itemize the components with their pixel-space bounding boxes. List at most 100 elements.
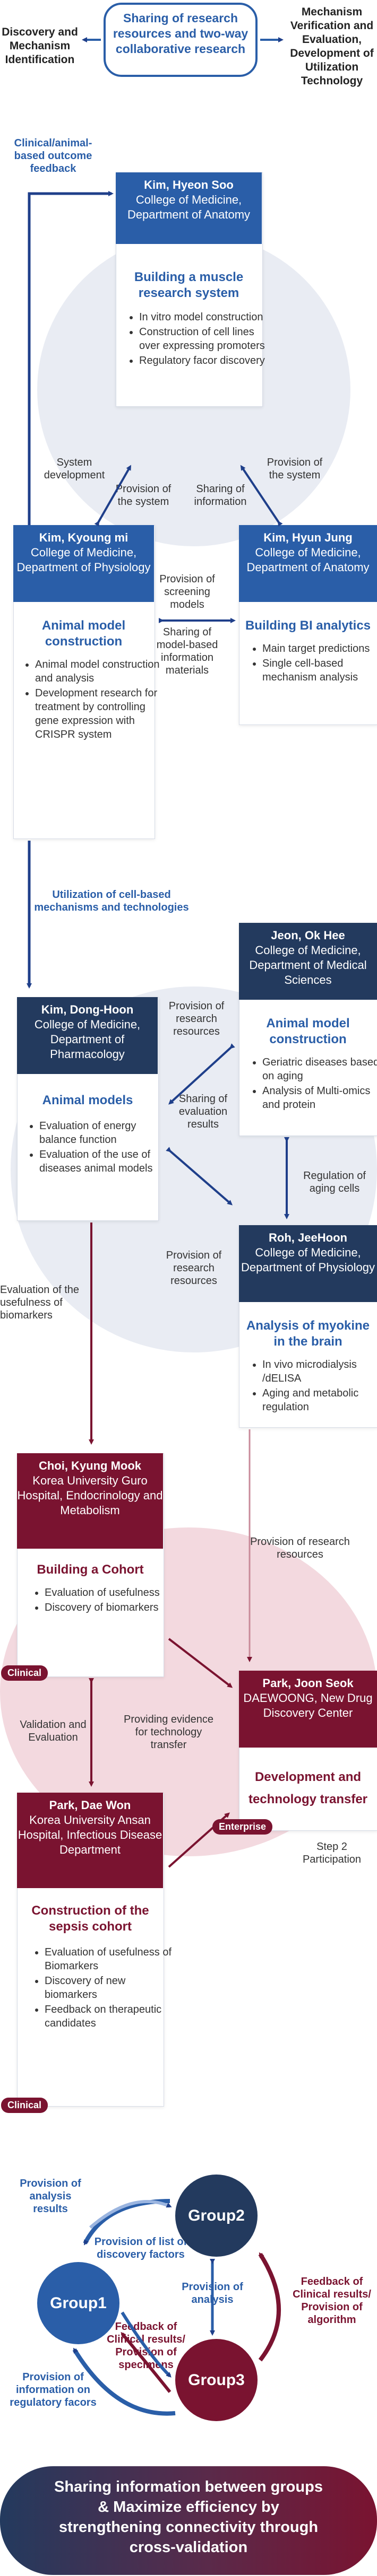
card-jeehoon-title: Analysis of myokine in the brain — [246, 1318, 370, 1349]
card-daewon-items: Evaluation of usefulness of Biomarkers D… — [31, 1945, 172, 2031]
list-item: Single cell-based mechanism analysis — [262, 657, 377, 684]
card-kyoungmi-items: Animal model construction and analysis D… — [21, 658, 162, 743]
list-item: Aging and metabolic regulation — [262, 1386, 377, 1414]
card-kyoungmi-header: Kim, Kyoung mi College of Medicine, Depa… — [13, 525, 154, 602]
card-hyeonsoo-items: In vitro model construction Construction… — [125, 310, 267, 369]
list-item: Development research for treatment by co… — [35, 686, 162, 741]
card-kyungmook-title: Building a Cohort — [37, 1562, 144, 1577]
arrow-g3-g1 — [121, 2332, 172, 2393]
clinical-tag-1: Clinical — [1, 1665, 48, 1681]
step2-label: Step 2 Participation — [302, 1841, 362, 1865]
label-prov-analysis-results: Provision of analysis results — [20, 2178, 81, 2215]
card-okhee-affil: College of Medicine, Department of Medic… — [249, 944, 367, 986]
card-daewon-title: Construction of the sepsis cohort — [31, 1903, 149, 1934]
label-system-dev: System development — [44, 457, 105, 481]
card-joonseok-affil: DAEWOONG, New Drug Discovery Center — [243, 1691, 373, 1719]
top-right-label: Mechanism Verification and Evaluation, D… — [290, 6, 374, 87]
card-joonseok-name: Park, Joon Seok — [262, 1676, 354, 1690]
arrow-system-right — [240, 465, 283, 527]
top-center-bubble — [104, 3, 258, 77]
card-hyunjung-header: Kim, Hyun Jung College of Medicine, Depa… — [239, 525, 377, 602]
card-jeehoon-items: In vivo microdialysis /dELISA Aging and … — [249, 1358, 377, 1415]
list-item: Main target predictions — [262, 642, 377, 656]
arrow-research-2 — [166, 1147, 233, 1206]
card-jeehoon-affil: College of Medicine, Department of Physi… — [241, 1246, 375, 1274]
clinical-tag-2: Clinical — [1, 2098, 48, 2113]
arrow-g3-g2 — [258, 2252, 281, 2362]
arrow-g3-g1-outer — [72, 2347, 176, 2416]
label-sharing-info: Sharing of information — [194, 483, 247, 508]
card-joonseok-title: Development and technology transfer — [248, 1770, 368, 1806]
list-item: Evaluation of usefulness of Biomarkers — [45, 1945, 172, 1973]
label-validation: Validation and Evaluation — [20, 1719, 87, 1743]
feedback-label: Clinical/animal-based outcome feedback — [14, 137, 92, 174]
label-utilization: Utilization of cell-based mechanisms and… — [34, 889, 189, 913]
card-okhee-title: Animal model construction — [266, 1016, 350, 1046]
card-donghoon-header: Kim, Dong-Hoon College of Medicine, Depa… — [17, 997, 158, 1074]
card-jeehoon-header: Roh, JeeHoon College of Medicine, Depart… — [239, 1225, 377, 1302]
label-evidence: Providing evidence for technology transf… — [124, 1714, 213, 1751]
label-eval-biomarkers: Evaluation of the usefulness of biomarke… — [0, 1284, 79, 1321]
list-item: Feedback on therapeutic candidates — [45, 2003, 172, 2030]
top-left-label: Discovery and Mechanism Identification — [2, 26, 78, 66]
label-regulation-aging: Regulation of aging cells — [303, 1170, 366, 1194]
card-donghoon-name: Kim, Dong-Hoon — [41, 1003, 134, 1016]
list-item: In vitro model construction — [139, 310, 267, 324]
arrow-g1-g3 — [121, 2311, 172, 2378]
arrow-g1-g2 — [89, 2200, 172, 2229]
label-prov-research-1: Provision of research resources — [168, 1000, 225, 1037]
card-hyunjung-title: Building BI analytics — [245, 618, 371, 633]
card-hyeonsoo-name: Kim, Hyeon Soo — [144, 178, 234, 191]
arrow-evidence-1 — [168, 1638, 233, 1688]
card-kyoungmi-affil: College of Medicine, Department of Physi… — [16, 546, 151, 574]
card-donghoon-title: Animal models — [42, 1093, 133, 1107]
card-daewon-header: Park, Dae Won Korea University Ansan Hos… — [17, 1793, 163, 1888]
summary-banner — [0, 2466, 377, 2575]
arrow-research-1 — [168, 1043, 235, 1105]
card-hyeonsoo-header: Kim, Hyeon Soo College of Medicine, Depa… — [116, 172, 262, 244]
label-sharing-model-info: Sharing of model-based information mater… — [156, 626, 218, 676]
list-item: Discovery of new biomarkers — [45, 1974, 172, 2002]
arrow-system-left — [94, 465, 131, 527]
card-hyunjung-affil: College of Medicine, Department of Anato… — [246, 546, 370, 574]
card-kyoungmi-name: Kim, Kyoung mi — [39, 531, 128, 544]
card-jeehoon-name: Roh, JeeHoon — [269, 1231, 347, 1244]
card-kyungmook-items: Evaluation of usefulness Discovery of bi… — [31, 1586, 172, 1616]
list-item: Discovery of biomarkers — [45, 1601, 172, 1614]
card-okhee-items: Geriatric diseases based on aging Analys… — [249, 1055, 377, 1113]
group1-node: Group1 — [37, 2262, 119, 2344]
card-daewon-affil: Korea University Ansan Hospital, Infecti… — [18, 1813, 162, 1856]
list-item: Analysis of Multi-omics and protein — [262, 1084, 377, 1112]
card-daewon-name: Park, Dae Won — [49, 1798, 131, 1812]
enterprise-tag: Enterprise — [212, 1819, 273, 1835]
list-item: Evaluation of the use of diseases animal… — [39, 1148, 167, 1175]
arrow-feedback — [28, 191, 114, 525]
card-hyunjung-items: Main target predictions Single cell-base… — [249, 642, 377, 685]
card-kyoungmi-title: Animal model construction — [41, 618, 126, 649]
card-kyungmook-affil: Korea University Guro Hospital, Endocrin… — [17, 1474, 163, 1517]
list-item: Geriatric diseases based on aging — [262, 1055, 377, 1083]
card-donghoon-items: Evaluation of energy balance function Ev… — [25, 1119, 167, 1176]
list-item: Construction of cell lines over expressi… — [139, 325, 267, 353]
list-item: Regulatory facor discovery — [139, 354, 267, 368]
card-hyeonsoo-affil: College of Medicine, Department of Anato… — [127, 193, 251, 221]
label-prov-research-3: Provision of research resources — [250, 1536, 350, 1560]
list-item: Animal model construction and analysis — [35, 658, 162, 685]
label-prov-list: Provision of list of discovery factors — [94, 2236, 187, 2260]
card-donghoon-affil: College of Medicine, Department of Pharm… — [34, 1018, 141, 1061]
group3-node: Group3 — [175, 2339, 258, 2421]
top-center-label: Sharing of research resources and two-wa… — [113, 11, 249, 56]
summary-banner-text: Sharing information between groups & Max… — [54, 2478, 323, 2556]
card-okhee-name: Jeon, Ok Hee — [271, 929, 345, 942]
label-prov-research-2: Provision of research resources — [166, 1250, 222, 1287]
card-hyunjung-name: Kim, Hyun Jung — [263, 531, 353, 544]
card-kyungmook-name: Choi, Kyung Mook — [38, 1459, 142, 1472]
group2-node: Group2 — [175, 2175, 258, 2257]
list-item: Evaluation of usefulness — [45, 1586, 172, 1600]
card-okhee-header: Jeon, Ok Hee College of Medicine, Depart… — [239, 923, 377, 1000]
card-joonseok-header: Park, Joon Seok DAEWOONG, New Drug Disco… — [239, 1671, 377, 1748]
card-hyeonsoo-title: Building a muscle research system — [134, 270, 244, 300]
card-kyungmook-header: Choi, Kyung Mook Korea University Guro H… — [17, 1453, 163, 1549]
arrow-evidence-2 — [168, 1812, 230, 1868]
